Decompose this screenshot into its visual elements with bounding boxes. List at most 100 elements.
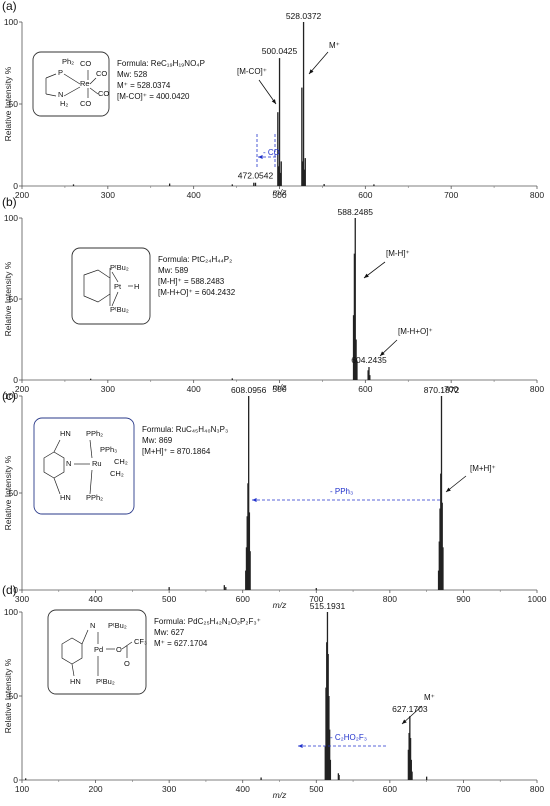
x-tick-label: 200 (88, 784, 102, 794)
x-tick-label: 300 (101, 384, 115, 394)
x-tick-label: 600 (383, 784, 397, 794)
peak-label: 588.2485 (338, 207, 374, 217)
formula-info-line: Mw: 528 (117, 70, 148, 79)
x-tick-label: 200 (15, 384, 29, 394)
formula-info-line: Formula: ReC₁₉H₁₉NO₄P (117, 59, 205, 68)
x-tick-label: 600 (358, 190, 372, 200)
x-tick-label: 1000 (528, 594, 547, 604)
annotation-label: M⁺ (424, 693, 435, 702)
formula-info-line: [M-H+O]⁺ = 604.2432 (158, 288, 236, 297)
bond-line (53, 477, 61, 495)
y-tick-label: 100 (4, 17, 18, 27)
arrow-head (364, 273, 369, 278)
structure-label: Re (80, 79, 90, 88)
structure-label: Ru (92, 459, 102, 468)
x-tick-label: 700 (309, 594, 323, 604)
x-tick-label: 500 (309, 784, 323, 794)
structure-label: CH₂ (114, 457, 128, 466)
panel-label: (b) (2, 195, 17, 209)
formula-info-line: Mw: 627 (154, 628, 185, 637)
arrow-head (402, 719, 407, 724)
arrow-head (252, 498, 257, 502)
y-axis-label: Relative Intensity % (3, 66, 13, 141)
x-tick-label: 800 (530, 384, 544, 394)
structure-label: PᵗBu₂ (110, 263, 129, 272)
x-tick-label: 500 (162, 594, 176, 604)
arrow-line (258, 79, 277, 105)
x-tick-label: 800 (530, 784, 544, 794)
formula-info-line: M⁺ = 528.0374 (117, 81, 171, 90)
y-tick-label: 100 (4, 391, 18, 401)
bond-line (89, 77, 97, 85)
y-tick-label: 0 (13, 181, 18, 191)
x-tick-label: 500 (272, 190, 286, 200)
x-tick-label: 400 (88, 594, 102, 604)
structure-box (71, 247, 151, 325)
x-tick-label: 400 (236, 784, 250, 794)
arrow-head (309, 69, 314, 74)
y-tick-label: 100 (4, 607, 18, 617)
structure-label: PPh₃ (100, 445, 117, 454)
annotation-label: [M-H]⁺ (386, 249, 410, 258)
y-axis-label: Relative Intensity % (3, 261, 13, 336)
x-tick-label: 200 (15, 190, 29, 200)
annotation-label: - C₂HO₂F₃ (330, 733, 367, 742)
x-tick-label: 300 (15, 594, 29, 604)
formula-info-line: [M-H]⁺ = 588.2483 (158, 277, 225, 286)
peak-label: 604.2435 (351, 355, 387, 365)
x-tick-label: 400 (187, 384, 201, 394)
structure-label: PᵗBu₂ (108, 621, 127, 630)
annotation-label: - CO (263, 148, 280, 157)
structure-label: Pd (94, 645, 103, 654)
annotation-label: M⁺ (329, 41, 340, 50)
y-tick-label: 0 (13, 585, 18, 595)
peak-label: 608.0956 (231, 385, 267, 395)
formula-info-line: Formula: RuC₄₅H₄₀N₃P₃ (142, 425, 228, 434)
peak-label: 627.1703 (392, 704, 428, 714)
x-tick-label: 900 (456, 594, 470, 604)
y-tick-label: 100 (4, 213, 18, 223)
x-axis-label: m/z (273, 600, 287, 610)
formula-info-line: [M-CO]⁺ = 400.0420 (117, 92, 190, 101)
bond-line (89, 439, 93, 459)
structure-label: CF₃ (134, 637, 147, 646)
structure-label: N (58, 90, 63, 99)
structure-diagram (47, 609, 147, 695)
peak-label: 528.0372 (286, 11, 322, 21)
annotation-label: - PPh₃ (330, 487, 353, 496)
panel-label: (a) (2, 0, 17, 13)
structure-box (32, 51, 110, 117)
bond-line (63, 86, 81, 97)
peak-label: 472.0542 (238, 171, 274, 181)
structure-label: CH₂ (110, 469, 124, 478)
x-tick-label: 300 (101, 190, 115, 200)
arrow-head (446, 487, 451, 492)
structure-label: CO (98, 89, 109, 98)
x-axis-label: m/z (273, 382, 287, 392)
y-tick-label: 50 (9, 691, 19, 701)
peak-label: 515.1931 (310, 601, 346, 611)
structure-label: Ph₂ (62, 57, 74, 66)
bond-line (45, 93, 57, 97)
structure-label: PᵗBu₂ (110, 305, 129, 314)
formula-info-line: Mw: 869 (142, 436, 173, 445)
bond-line (111, 291, 119, 307)
bond-line (81, 629, 89, 645)
arrow-head (298, 744, 303, 748)
arrow-head (258, 155, 263, 159)
x-tick-label: 300 (162, 784, 176, 794)
formula-info-line: Formula: PtC₂₄H₄₄P₂ (158, 255, 232, 264)
x-tick-label: 500 (272, 384, 286, 394)
panel-label: (c) (2, 389, 16, 403)
arrow-head (380, 351, 385, 356)
bond-line (53, 439, 61, 453)
x-tick-label: 700 (444, 384, 458, 394)
structure-label: O (124, 659, 130, 668)
structure-label: CO (80, 99, 91, 108)
structure-label: N (90, 621, 95, 630)
structure-label: PPh₂ (86, 493, 103, 502)
